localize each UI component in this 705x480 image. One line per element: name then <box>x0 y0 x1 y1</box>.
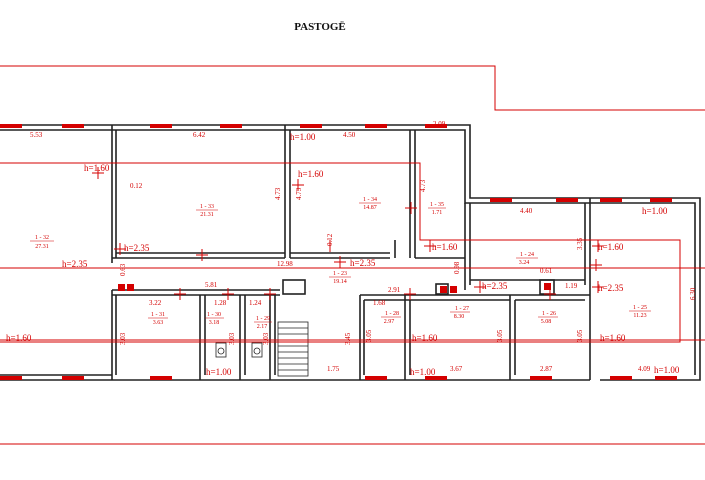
dimension-label: 12.98 <box>277 260 293 268</box>
dimension-label: 0.61 <box>540 267 553 275</box>
height-label: h=2.35 <box>350 258 376 268</box>
room-area: 2.17 <box>257 324 268 330</box>
dimension-label: 6.42 <box>193 131 206 139</box>
equipment-markers <box>118 283 551 293</box>
room-labels: 1 - 32 27.31 1 - 33 21.31 1 - 34 14.87 1… <box>30 197 651 330</box>
site-boundary <box>0 65 705 445</box>
dimension-label: 1.19 <box>565 282 578 290</box>
room-id: 1 - 27 <box>455 306 469 312</box>
room-id: 1 - 34 <box>363 197 377 203</box>
height-label: h=1.60 <box>6 333 32 343</box>
dimension-label: 4.09 <box>638 365 651 373</box>
dimension-label: 5.81 <box>205 281 218 289</box>
room-area: 14.87 <box>363 205 377 211</box>
height-label: h=1.00 <box>410 367 436 377</box>
plan-title: PASTOGË <box>294 20 346 33</box>
dimension-label: 3.05 <box>576 329 584 342</box>
height-label: h=1.60 <box>412 333 438 343</box>
room-id: 1 - 32 <box>35 235 49 241</box>
dimension-label: 4.73 <box>295 187 303 200</box>
room-area: 3.63 <box>153 320 164 326</box>
dimension-label: 3.22 <box>149 299 162 307</box>
height-label: h=1.60 <box>84 163 110 173</box>
dimension-label: 1.24 <box>249 299 262 307</box>
room-id: 1 - 33 <box>200 204 214 210</box>
dimension-label: 3.67 <box>450 365 463 373</box>
dimension-label: 1.28 <box>214 299 227 307</box>
dimension-label: 0.98 <box>453 261 461 274</box>
windows <box>0 124 677 380</box>
dimension-label: 4.40 <box>520 207 533 215</box>
room-area: 3.24 <box>519 260 530 266</box>
dimension-label: 2.09 <box>433 120 446 128</box>
dimension-label: 2.91 <box>388 286 401 294</box>
height-label: h=1.60 <box>298 169 324 179</box>
dimension-label: 5.53 <box>30 131 43 139</box>
dimension-label: 0.12 <box>130 182 143 190</box>
dimension-label: 4.73 <box>274 187 282 200</box>
dimension-label: 3.03 <box>119 332 127 345</box>
height-label: h=1.00 <box>290 132 316 142</box>
dimension-label: 3.03 <box>262 332 270 345</box>
room-id: 1 - 24 <box>520 252 534 258</box>
height-label: h=1.60 <box>598 242 624 252</box>
dimension-label: 3.05 <box>365 329 373 342</box>
room-area: 5.08 <box>541 319 552 325</box>
room-id: 1 - 28 <box>385 311 399 317</box>
height-label: h=2.35 <box>598 283 624 293</box>
height-label: h=2.35 <box>124 243 150 253</box>
room-id: 1 - 23 <box>333 271 347 277</box>
dimension-label: 3.05 <box>496 329 504 342</box>
room-area: 3.18 <box>209 320 220 326</box>
dimension-labels: 5.53 6.42 4.50 2.09 0.12 4.73 4.73 4.73 … <box>30 120 697 373</box>
room-area: 27.31 <box>35 244 49 250</box>
room-area: 1.71 <box>432 210 443 216</box>
dimension-label: 6.30 <box>689 287 697 300</box>
room-area: 21.31 <box>200 212 214 218</box>
staircase <box>277 321 309 377</box>
dimension-label: 1.68 <box>373 299 386 307</box>
room-id: 1 - 26 <box>542 311 556 317</box>
walls <box>0 124 701 381</box>
dimension-label: 0.63 <box>119 263 127 276</box>
room-area: 11.23 <box>633 313 646 319</box>
room-id: 1 - 31 <box>151 312 165 318</box>
dimension-label: 3.35 <box>576 237 584 250</box>
height-label: h=1.60 <box>600 333 626 343</box>
dimension-label: 4.73 <box>419 179 427 192</box>
dimension-label: 1.75 <box>327 365 340 373</box>
room-id: 1 - 35 <box>430 202 444 208</box>
height-label: h=1.60 <box>432 242 458 252</box>
height-labels: h=1.60 h=2.35 h=1.00 h=1.60 h=2.35 h=2.3… <box>6 132 680 377</box>
room-id: 1 - 25 <box>633 305 647 311</box>
section-lines <box>0 162 705 343</box>
room-area: 2.97 <box>384 319 395 325</box>
dimension-label: 4.50 <box>343 131 356 139</box>
room-id: 1 - 29 <box>256 316 270 322</box>
room-area: 8.30 <box>454 314 465 320</box>
room-area: 19.14 <box>333 279 347 285</box>
height-label: h=1.00 <box>206 367 232 377</box>
room-id: 1 - 30 <box>207 312 221 318</box>
height-label: h=2.35 <box>482 281 508 291</box>
dimension-label: 0.12 <box>326 233 334 246</box>
dimension-label: 3.45 <box>344 332 352 345</box>
dimension-label: 3.03 <box>228 332 236 345</box>
height-label: h=1.00 <box>654 365 680 375</box>
height-label: h=2.35 <box>62 259 88 269</box>
level-marks <box>92 167 604 300</box>
height-label: h=1.00 <box>642 206 668 216</box>
toilet-fixtures <box>215 342 263 358</box>
dimension-label: 2.87 <box>540 365 553 373</box>
